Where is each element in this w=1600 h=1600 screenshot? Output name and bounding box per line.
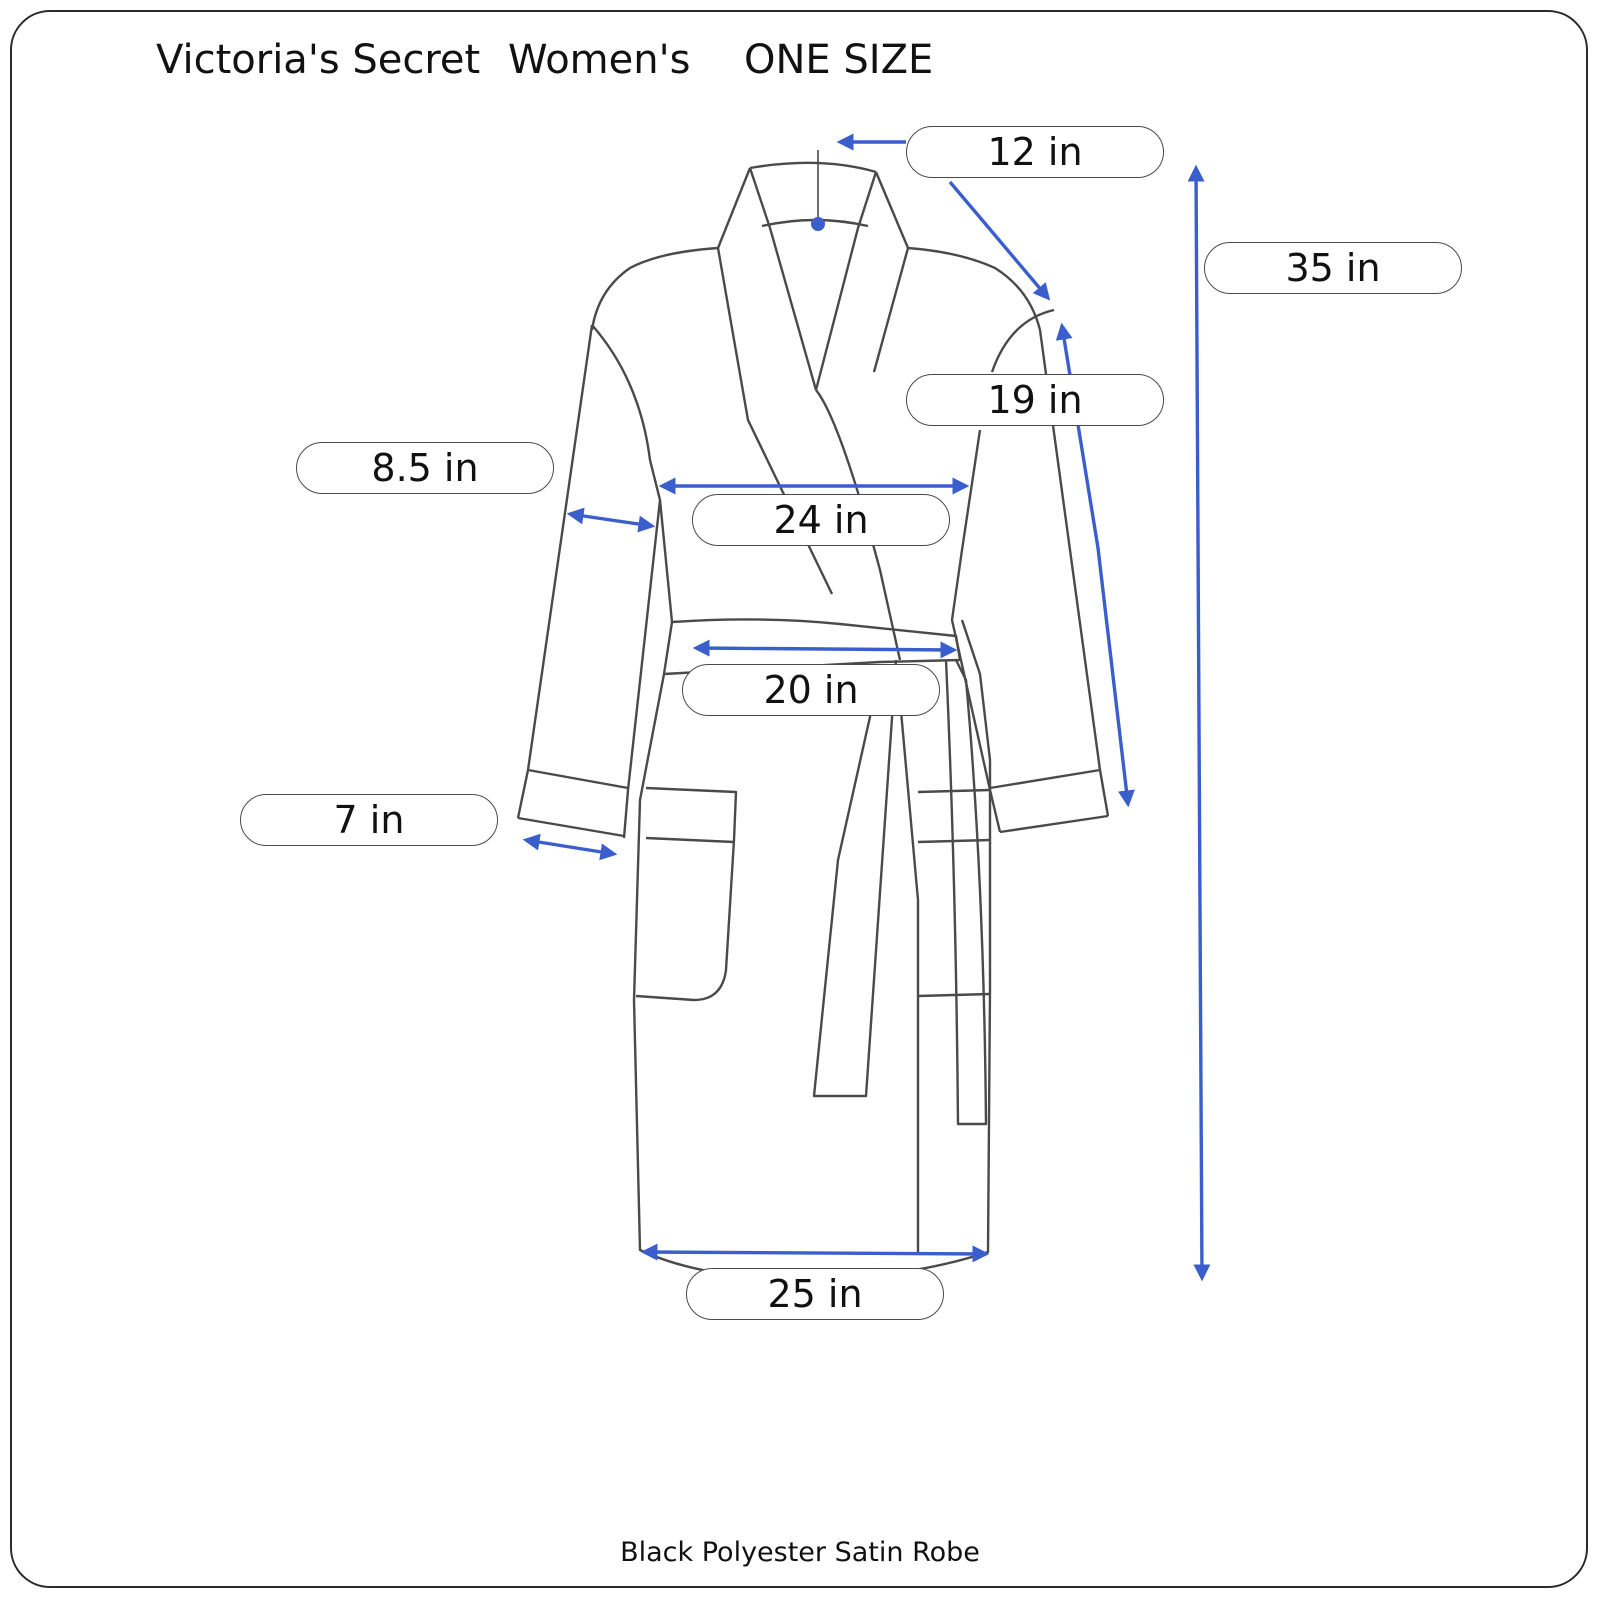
chest-measurement: 24 in [692, 494, 950, 546]
left-sleeve-outer [516, 324, 594, 819]
neck-point [811, 217, 825, 231]
product-caption: Black Polyester Satin Robe [620, 1537, 980, 1568]
collar-right-outer [872, 171, 910, 373]
sleeve-measurement: 19 in [906, 374, 1164, 426]
waist-measurement: 20 in [682, 664, 940, 716]
length-measurement: 35 in [1204, 242, 1462, 294]
waist-arrow [692, 639, 958, 659]
bicep-measurement: 8.5 in [296, 442, 554, 494]
left-sleeve-inner [591, 324, 662, 839]
left-cuff-bottom [517, 816, 625, 838]
right-pocket [917, 788, 991, 998]
left-cuff-top [527, 768, 629, 790]
right-sleeve-inner [950, 429, 1002, 833]
belt-tail-right [944, 659, 988, 1126]
diagram-frame [10, 10, 1588, 1588]
brand-label: Victoria's Secret [156, 37, 481, 83]
bicep-arrow [566, 507, 656, 533]
right-shoulder [907, 246, 1042, 331]
robe-outline [516, 161, 1110, 1282]
neck-measurement: 12 in [906, 126, 1164, 178]
hem-arrow [640, 1243, 990, 1263]
cuff-arrow [522, 833, 618, 861]
left-pocket-line [645, 836, 735, 844]
size-label: ONE SIZE [744, 37, 934, 83]
gender-label: Women's [508, 37, 691, 83]
measurement-lines [522, 133, 1211, 1282]
belt-band [663, 618, 962, 676]
right-cuff-bottom [999, 814, 1109, 834]
body-outline [632, 499, 992, 1282]
shoulder-arrow [948, 180, 1051, 301]
right-cuff-top [989, 768, 1101, 790]
hem-measurement: 25 in [686, 1268, 944, 1320]
collar-left-inner [748, 167, 818, 391]
collar-top [749, 161, 877, 174]
lapel-front [815, 389, 902, 661]
right-armhole [990, 308, 1055, 373]
left-shoulder [590, 246, 719, 331]
belt-tail-left [812, 659, 898, 1098]
front-edge [898, 699, 920, 1252]
cuff-measurement: 7 in [240, 794, 498, 846]
length-arrow [1187, 164, 1211, 1282]
left-pocket [635, 786, 738, 1002]
collar-right-inner [814, 171, 878, 391]
